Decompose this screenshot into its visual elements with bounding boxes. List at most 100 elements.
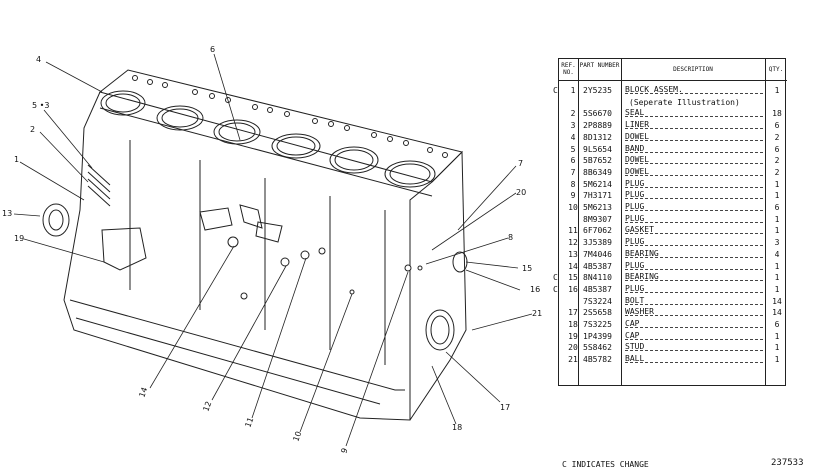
part-number-cell: 7M4046 xyxy=(583,249,612,259)
qty-cell: 1 xyxy=(774,273,780,283)
table-row: 14 4B5387 PLUG 1 xyxy=(559,261,787,272)
part-number-cell: 7H3171 xyxy=(583,191,612,201)
part-number-cell: 7S3224 xyxy=(583,296,612,306)
table-row: 8M9307 PLUG 1 xyxy=(559,214,787,225)
description-cell: DOWEL xyxy=(625,155,763,165)
bearing-cap xyxy=(101,227,147,271)
description-cell: BEARING xyxy=(625,272,763,282)
qty-cell: 6 xyxy=(774,203,780,212)
ref-no-cell: 4 xyxy=(570,132,576,142)
part-number-cell: 5M6214 xyxy=(583,179,612,189)
table-row: 11 6F7062 GASKET 1 xyxy=(559,225,787,236)
ref-no-cell: 7 xyxy=(570,167,576,177)
qty-cell: 1 xyxy=(774,86,780,95)
cylinder-liner xyxy=(213,119,261,145)
qty-cell: 1 xyxy=(774,261,780,271)
qty-cell: 18 xyxy=(772,109,782,119)
ref-no-cell: 8 xyxy=(570,179,576,189)
qty-cell: 1 xyxy=(774,331,780,341)
part-number-cell: 2S5658 xyxy=(583,308,612,318)
callout-4: 4 xyxy=(36,55,41,64)
header-qty: QTY. xyxy=(765,59,787,81)
description-cell: PLUG xyxy=(625,237,763,247)
description-cell: BAND xyxy=(625,144,763,153)
part-number-cell: 9L5654 xyxy=(583,144,612,154)
footnote: C INDICATES CHANGE xyxy=(562,460,649,469)
ref-no-cell: 10 xyxy=(568,203,578,212)
header-part-number: PART NUMBER xyxy=(578,59,621,81)
engine-block-diagram: 4 5 •3 2 1 13 19 6 7 20 8 15 16 21 17 18… xyxy=(2,45,542,455)
qty-cell: 2 xyxy=(774,156,780,166)
description-cell: WASHER xyxy=(625,307,763,317)
part-number-cell: 5M6213 xyxy=(583,203,612,212)
qty-cell: 1 xyxy=(774,191,780,201)
qty-cell: 2 xyxy=(774,132,780,142)
table-row: 20 5S8462 STUD 1 xyxy=(559,342,787,353)
description-cell: PLUG xyxy=(625,202,763,211)
part-number-cell: 4B5782 xyxy=(583,355,612,365)
description-cell: BEARING xyxy=(625,249,763,258)
block-end-face xyxy=(409,150,467,421)
rear-seal xyxy=(42,203,70,237)
description-cell: GASKET xyxy=(625,225,763,235)
cylinder-liner xyxy=(156,105,204,131)
ref-no-cell: 15 xyxy=(568,273,578,283)
description-cell: LINER xyxy=(625,120,763,130)
description-cell: STUD xyxy=(625,342,763,352)
description-cell: BALL xyxy=(625,354,763,364)
description-cell: SEAL xyxy=(625,108,763,118)
part-number-cell: 2P8889 xyxy=(583,121,612,131)
ref-no-cell: 11 xyxy=(568,226,578,236)
crank-bore xyxy=(425,309,455,351)
qty-cell: 1 xyxy=(774,343,780,353)
cylinder-liner xyxy=(329,146,379,174)
cylinder-liner xyxy=(100,90,146,116)
ref-no-cell: 19 xyxy=(568,331,578,341)
ref-no-cell: 17 xyxy=(568,308,578,318)
ref-no-cell: 13 xyxy=(568,249,578,259)
ref-no-cell: 20 xyxy=(568,343,578,353)
qty-cell: 3 xyxy=(774,238,780,248)
document-number: 237533 xyxy=(771,458,804,468)
qty-cell: 4 xyxy=(774,249,780,259)
part-number-cell: 5B7652 xyxy=(583,156,612,166)
description-cell: PLUG xyxy=(625,214,763,223)
ref-no-cell: 1 xyxy=(570,86,576,95)
cylinder-liner xyxy=(384,160,436,188)
part-number-cell: 4B5387 xyxy=(583,261,612,271)
part-number-cell: 2Y5235 xyxy=(583,86,612,95)
ref-no-cell: 16 xyxy=(568,284,578,294)
callout-17: 17 xyxy=(500,403,510,412)
qty-cell: 1 xyxy=(774,214,780,224)
part-number-cell: 6F7062 xyxy=(583,226,612,236)
part-number-cell: 8B6349 xyxy=(583,167,612,177)
part-number-cell: 8M9307 xyxy=(583,214,612,224)
table-row: (Seperate Illustration) xyxy=(559,97,787,108)
description-cell: DOWEL xyxy=(625,167,763,176)
callout-21: 21 xyxy=(532,309,542,318)
qty-cell: 1 xyxy=(774,226,780,236)
table-row: 10 5M6213 PLUG 6 xyxy=(559,202,787,213)
description-cell: PLUG xyxy=(625,284,763,293)
part-number-cell: 5S6670 xyxy=(583,109,612,119)
ref-no-cell: 14 xyxy=(568,261,578,271)
change-marker: C xyxy=(553,284,558,294)
part-number-cell: 5S8462 xyxy=(583,343,612,353)
ref-no-cell: 5 xyxy=(570,144,576,154)
callout-19: 19 xyxy=(14,234,24,243)
callout-8: 8 xyxy=(508,233,513,242)
part-number-cell: 8N4110 xyxy=(583,273,612,283)
callout-18: 18 xyxy=(452,423,462,432)
description-cell: PLUG xyxy=(625,261,763,270)
